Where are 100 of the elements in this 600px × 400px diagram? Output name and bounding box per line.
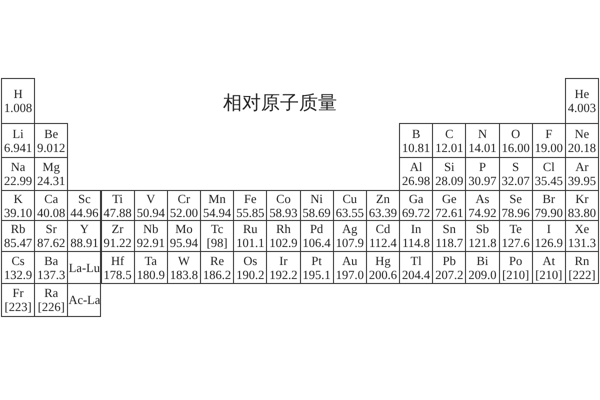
atomic-mass: [98] bbox=[206, 236, 228, 250]
atomic-mass: 52.00 bbox=[170, 206, 198, 220]
element-symbol: Ga bbox=[408, 192, 424, 206]
element-cell bbox=[564, 78, 600, 124]
atomic-mass: 200.6 bbox=[368, 268, 397, 282]
element-symbol: Sr bbox=[46, 222, 57, 236]
element-symbol: Zn bbox=[376, 192, 390, 206]
atomic-mass: 118.7 bbox=[435, 236, 464, 250]
element-symbol: Ti bbox=[112, 192, 123, 206]
element-symbol: Co bbox=[276, 192, 291, 206]
atomic-mass: 12.01 bbox=[435, 140, 464, 154]
element-symbol: I bbox=[546, 222, 551, 236]
element-symbol: N bbox=[478, 126, 487, 140]
element-symbol: Xe bbox=[574, 222, 590, 236]
atomic-mass: 72.61 bbox=[435, 206, 464, 220]
atomic-mass: 50.94 bbox=[136, 206, 165, 220]
element-symbol: Ge bbox=[442, 192, 457, 206]
atomic-mass: [210] bbox=[535, 268, 562, 282]
element-cell bbox=[564, 251, 600, 284]
element-cell bbox=[100, 251, 135, 284]
element-symbol: Pb bbox=[442, 254, 456, 268]
element-symbol: Mn bbox=[208, 192, 226, 206]
atomic-mass: 26.98 bbox=[402, 174, 430, 188]
element-symbol: Nb bbox=[143, 222, 158, 236]
element-symbol: Si bbox=[444, 160, 454, 174]
atomic-mass: 126.9 bbox=[534, 236, 563, 250]
atomic-mass: 63.39 bbox=[368, 206, 397, 220]
element-symbol: Be bbox=[44, 126, 58, 140]
title: 相对原子质量 bbox=[222, 91, 338, 116]
element-symbol: Sn bbox=[442, 222, 456, 236]
element-symbol: Cd bbox=[376, 222, 390, 236]
series-range-label: Ac-La bbox=[68, 293, 100, 307]
element-symbol: K bbox=[14, 192, 23, 206]
atomic-mass: 78.96 bbox=[502, 206, 530, 220]
element-cell bbox=[100, 190, 135, 221]
atomic-mass: 20.18 bbox=[568, 140, 596, 154]
atomic-mass: [210] bbox=[502, 268, 530, 282]
element-symbol: Hf bbox=[110, 254, 124, 268]
element-symbol: Te bbox=[509, 222, 522, 236]
atomic-mass: 6.941 bbox=[4, 140, 32, 154]
element-symbol: Ir bbox=[279, 254, 288, 268]
element-symbol: Sb bbox=[476, 222, 490, 236]
atomic-mass: 44.96 bbox=[70, 206, 98, 220]
atomic-mass: 207.2 bbox=[435, 268, 464, 282]
atomic-mass: 183.8 bbox=[170, 268, 198, 282]
element-symbol: Cu bbox=[342, 192, 358, 206]
atomic-mass: 92.91 bbox=[136, 236, 165, 250]
element-symbol: As bbox=[476, 192, 490, 206]
element-cell bbox=[1, 78, 36, 124]
element-symbol: In bbox=[410, 222, 422, 236]
atomic-mass: 54.94 bbox=[203, 206, 232, 220]
atomic-mass: 209.0 bbox=[468, 268, 497, 282]
element-symbol: Ba bbox=[44, 254, 58, 268]
element-symbol: Au bbox=[342, 254, 358, 268]
element-cell bbox=[67, 190, 102, 221]
atomic-mass: 39.95 bbox=[568, 174, 596, 188]
element-symbol: Ta bbox=[144, 254, 157, 268]
element-symbol: P bbox=[478, 160, 486, 174]
atomic-mass: 28.09 bbox=[435, 174, 464, 188]
atomic-mass: 180.9 bbox=[136, 268, 165, 282]
atomic-mass: 55.85 bbox=[236, 206, 264, 220]
element-symbol: Tl bbox=[410, 254, 422, 268]
element-symbol: W bbox=[178, 254, 190, 268]
atomic-mass: [223] bbox=[4, 300, 32, 314]
atomic-mass: 30.97 bbox=[468, 174, 497, 188]
atomic-mass: 121.8 bbox=[468, 236, 497, 250]
atomic-mass: [226] bbox=[38, 300, 65, 314]
atomic-mass: 88.91 bbox=[70, 236, 98, 250]
atomic-mass: 112.4 bbox=[369, 236, 397, 250]
series-range-label: La-Lu bbox=[68, 260, 100, 274]
element-symbol: Kr bbox=[575, 192, 589, 206]
element-symbol: V bbox=[146, 192, 156, 206]
atomic-mass: 204.4 bbox=[402, 268, 430, 282]
atomic-mass: 10.81 bbox=[402, 140, 430, 154]
atomic-mass: 1.008 bbox=[4, 101, 32, 115]
atomic-mass: 19.00 bbox=[534, 140, 563, 154]
element-symbol: Bi bbox=[476, 254, 488, 268]
element-symbol: He bbox=[574, 87, 590, 101]
atomic-mass: 87.62 bbox=[37, 236, 66, 250]
element-symbol: H bbox=[14, 87, 23, 101]
element-symbol: Pt bbox=[311, 254, 322, 268]
element-symbol: Hg bbox=[375, 254, 391, 268]
atomic-mass: 195.1 bbox=[302, 268, 331, 282]
atomic-mass: 39.10 bbox=[4, 206, 32, 220]
atomic-mass: 16.00 bbox=[502, 140, 530, 154]
element-symbol: Cr bbox=[178, 192, 190, 206]
element-symbol: At bbox=[542, 254, 556, 268]
element-symbol: Fr bbox=[12, 286, 24, 300]
element-symbol: O bbox=[511, 126, 520, 140]
atomic-mass: 132.9 bbox=[4, 268, 32, 282]
atomic-mass: 137.3 bbox=[37, 268, 66, 282]
element-cell bbox=[34, 123, 68, 158]
atomic-mass: 107.9 bbox=[336, 236, 364, 250]
element-symbol: Tc bbox=[210, 222, 224, 236]
element-symbol: S bbox=[512, 160, 520, 174]
element-symbol: Ar bbox=[575, 160, 589, 174]
element-cell bbox=[67, 251, 102, 284]
element-symbol: Ni bbox=[310, 192, 323, 206]
atomic-mass: 106.4 bbox=[302, 236, 331, 250]
element-symbol: Po bbox=[509, 254, 522, 268]
